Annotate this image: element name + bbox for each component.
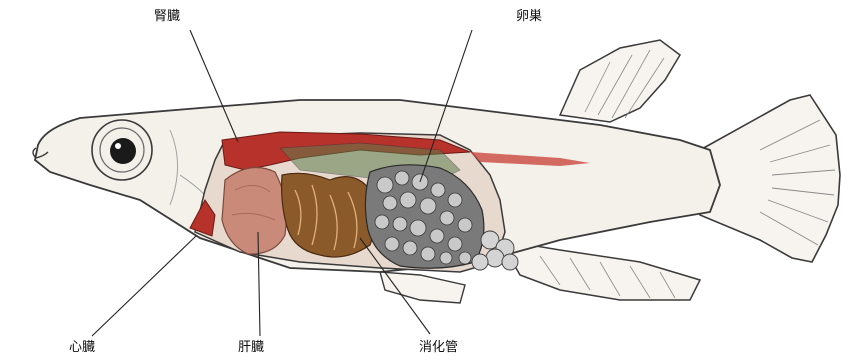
label-kidney: 腎臓 [154,10,180,23]
label-heart: 心臓 [69,341,95,354]
label-ovary: 卵巣 [516,10,542,23]
eye-pupil [110,138,136,164]
eye-highlight [115,143,121,149]
dorsal-fin [560,40,680,122]
liver-organ [222,168,286,255]
label-digestive-tract: 消化管 [419,341,458,354]
label-liver: 肝臓 [238,341,264,354]
pelvic-fin [380,272,465,303]
heart-leader [92,236,196,336]
